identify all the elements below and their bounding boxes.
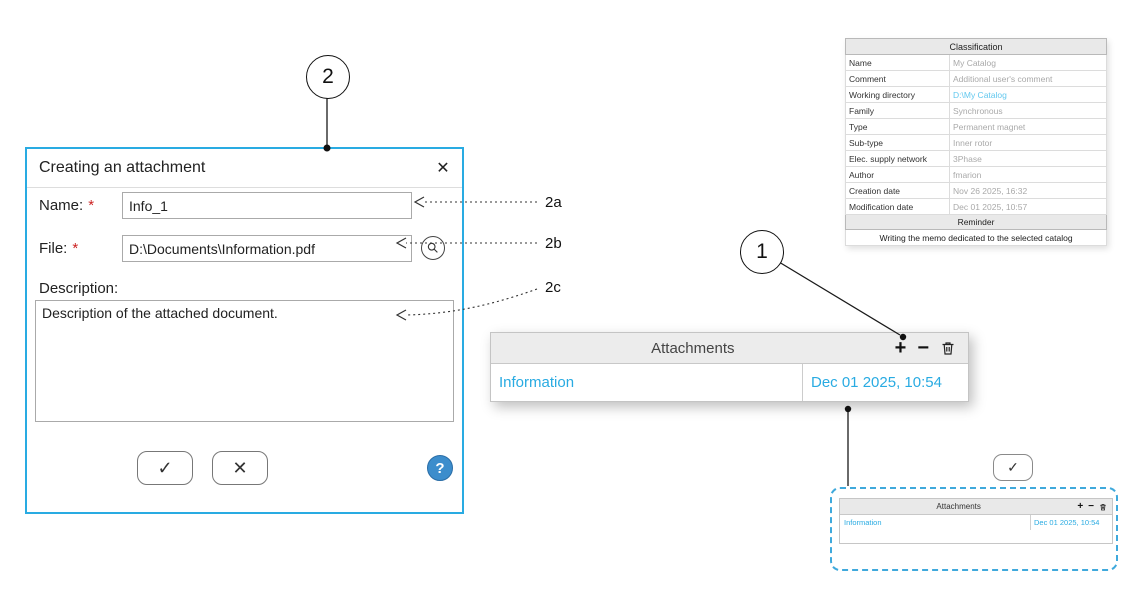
classification-row-working-directory: Working directory D:\My Catalog (845, 87, 1107, 103)
add-attachment-icon[interactable]: + (1077, 500, 1084, 512)
attachment-name-cell: Information (844, 518, 882, 527)
property-value: Nov 26 2025, 16:32 (949, 183, 1106, 198)
trash-icon[interactable] (1099, 502, 1107, 512)
attachments-toolbar: + − (895, 338, 968, 358)
property-label: Name (849, 57, 872, 68)
preview-connector-dot (844, 405, 852, 413)
attachment-row[interactable]: Information Dec 01 2025, 10:54 (840, 515, 1112, 530)
property-value: Synchronous (949, 103, 1106, 118)
classification-row-family: Family Synchronous (845, 103, 1107, 119)
classification-row-author: Author fmarion (845, 167, 1107, 183)
magnifier-icon (427, 242, 438, 253)
attachment-empty-row (840, 530, 1112, 543)
callout-2a-label: 2a (545, 194, 562, 211)
create-attachment-dialog: Creating an attachment ✕ Name:* File:* D… (25, 147, 464, 514)
attachment-date-cell: Dec 01 2025, 10:54 (1030, 515, 1112, 530)
close-icon[interactable]: ✕ (436, 160, 450, 177)
reminder-header: Reminder (845, 215, 1107, 230)
classification-row-comment: Comment Additional user's comment (845, 71, 1107, 87)
property-label: Family (849, 105, 875, 116)
property-label: Working directory (849, 89, 915, 100)
property-value: D:\My Catalog (949, 87, 1106, 102)
file-label: File:* (39, 240, 78, 257)
add-attachment-icon[interactable]: + (894, 337, 907, 359)
attachments-preview-highlight: Attachments + − Information Dec 01 2025,… (830, 487, 1118, 571)
property-label: Creation date (849, 185, 901, 196)
property-label: Author (849, 169, 875, 180)
callout-2-badge: 2 (306, 55, 350, 99)
name-label: Name:* (39, 197, 94, 214)
browse-file-button[interactable] (421, 236, 445, 260)
callout-2b-label: 2b (545, 235, 562, 252)
attachments-header: Attachments + − (491, 333, 968, 364)
dialog-title: Creating an attachment (39, 159, 206, 176)
classification-row-modification-date: Modification date Dec 01 2025, 10:57 (845, 199, 1107, 215)
ok-button[interactable]: ✓ (137, 451, 193, 485)
classification-panel: Classification Name My Catalog Comment A… (845, 38, 1107, 246)
file-required-marker: * (72, 240, 79, 257)
callout-2c-label: 2c (545, 279, 561, 296)
property-value: 3Phase (949, 151, 1106, 166)
attachment-name-cell: Information (499, 374, 575, 391)
attachments-title: Attachments (651, 339, 735, 357)
classification-row-creation-date: Creation date Nov 26 2025, 16:32 (845, 183, 1107, 199)
property-value: Additional user's comment (949, 71, 1106, 86)
dialog-titlebar: Creating an attachment ✕ (27, 149, 462, 188)
cancel-button[interactable]: ✕ (212, 451, 268, 485)
classification-row-name: Name My Catalog (845, 55, 1107, 71)
callout-1-line (778, 261, 901, 336)
attachment-row[interactable]: Information Dec 01 2025, 10:54 (491, 364, 968, 401)
attachments-preview-panel: Attachments + − Information Dec 01 2025,… (839, 498, 1113, 544)
file-label-text: File: (39, 240, 68, 257)
classification-row-type: Type Permanent magnet (845, 119, 1107, 135)
classification-row-subtype: Sub-type Inner rotor (845, 135, 1107, 151)
classification-header: Classification (845, 38, 1107, 55)
description-label: Description: (39, 280, 119, 297)
property-value: My Catalog (949, 55, 1106, 70)
help-button[interactable]: ? (427, 455, 453, 481)
property-label: Comment (849, 73, 886, 84)
callout-1-badge: 1 (740, 230, 784, 274)
property-value: Dec 01 2025, 10:57 (949, 199, 1106, 214)
property-label: Elec. supply network (849, 153, 927, 164)
attachments-preview-header: Attachments + − (840, 499, 1112, 515)
trash-icon[interactable] (940, 339, 956, 357)
attachment-date-cell: Dec 01 2025, 10:54 (802, 364, 968, 401)
validate-button[interactable]: ✓ (993, 454, 1033, 481)
property-value: Permanent magnet (949, 119, 1106, 134)
remove-attachment-icon[interactable]: − (1088, 500, 1094, 512)
description-textarea[interactable]: Description of the attached document. (35, 300, 454, 422)
remove-attachment-icon[interactable]: − (917, 337, 929, 359)
reminder-text: Writing the memo dedicated to the select… (845, 230, 1107, 246)
property-label: Sub-type (849, 137, 884, 148)
attachments-panel: Attachments + − Information Dec 01 2025,… (490, 332, 969, 402)
property-label: Modification date (849, 201, 914, 212)
name-required-marker: * (88, 197, 95, 214)
property-label: Type (849, 121, 868, 132)
name-label-text: Name: (39, 197, 84, 214)
property-value: fmarion (949, 167, 1106, 182)
classification-row-elec-supply-network: Elec. supply network 3Phase (845, 151, 1107, 167)
name-input[interactable] (122, 192, 412, 219)
attachments-preview-toolbar: + − (1077, 500, 1112, 512)
attachments-preview-title: Attachments (936, 502, 981, 511)
property-value: Inner rotor (949, 135, 1106, 150)
file-input[interactable] (122, 235, 412, 262)
